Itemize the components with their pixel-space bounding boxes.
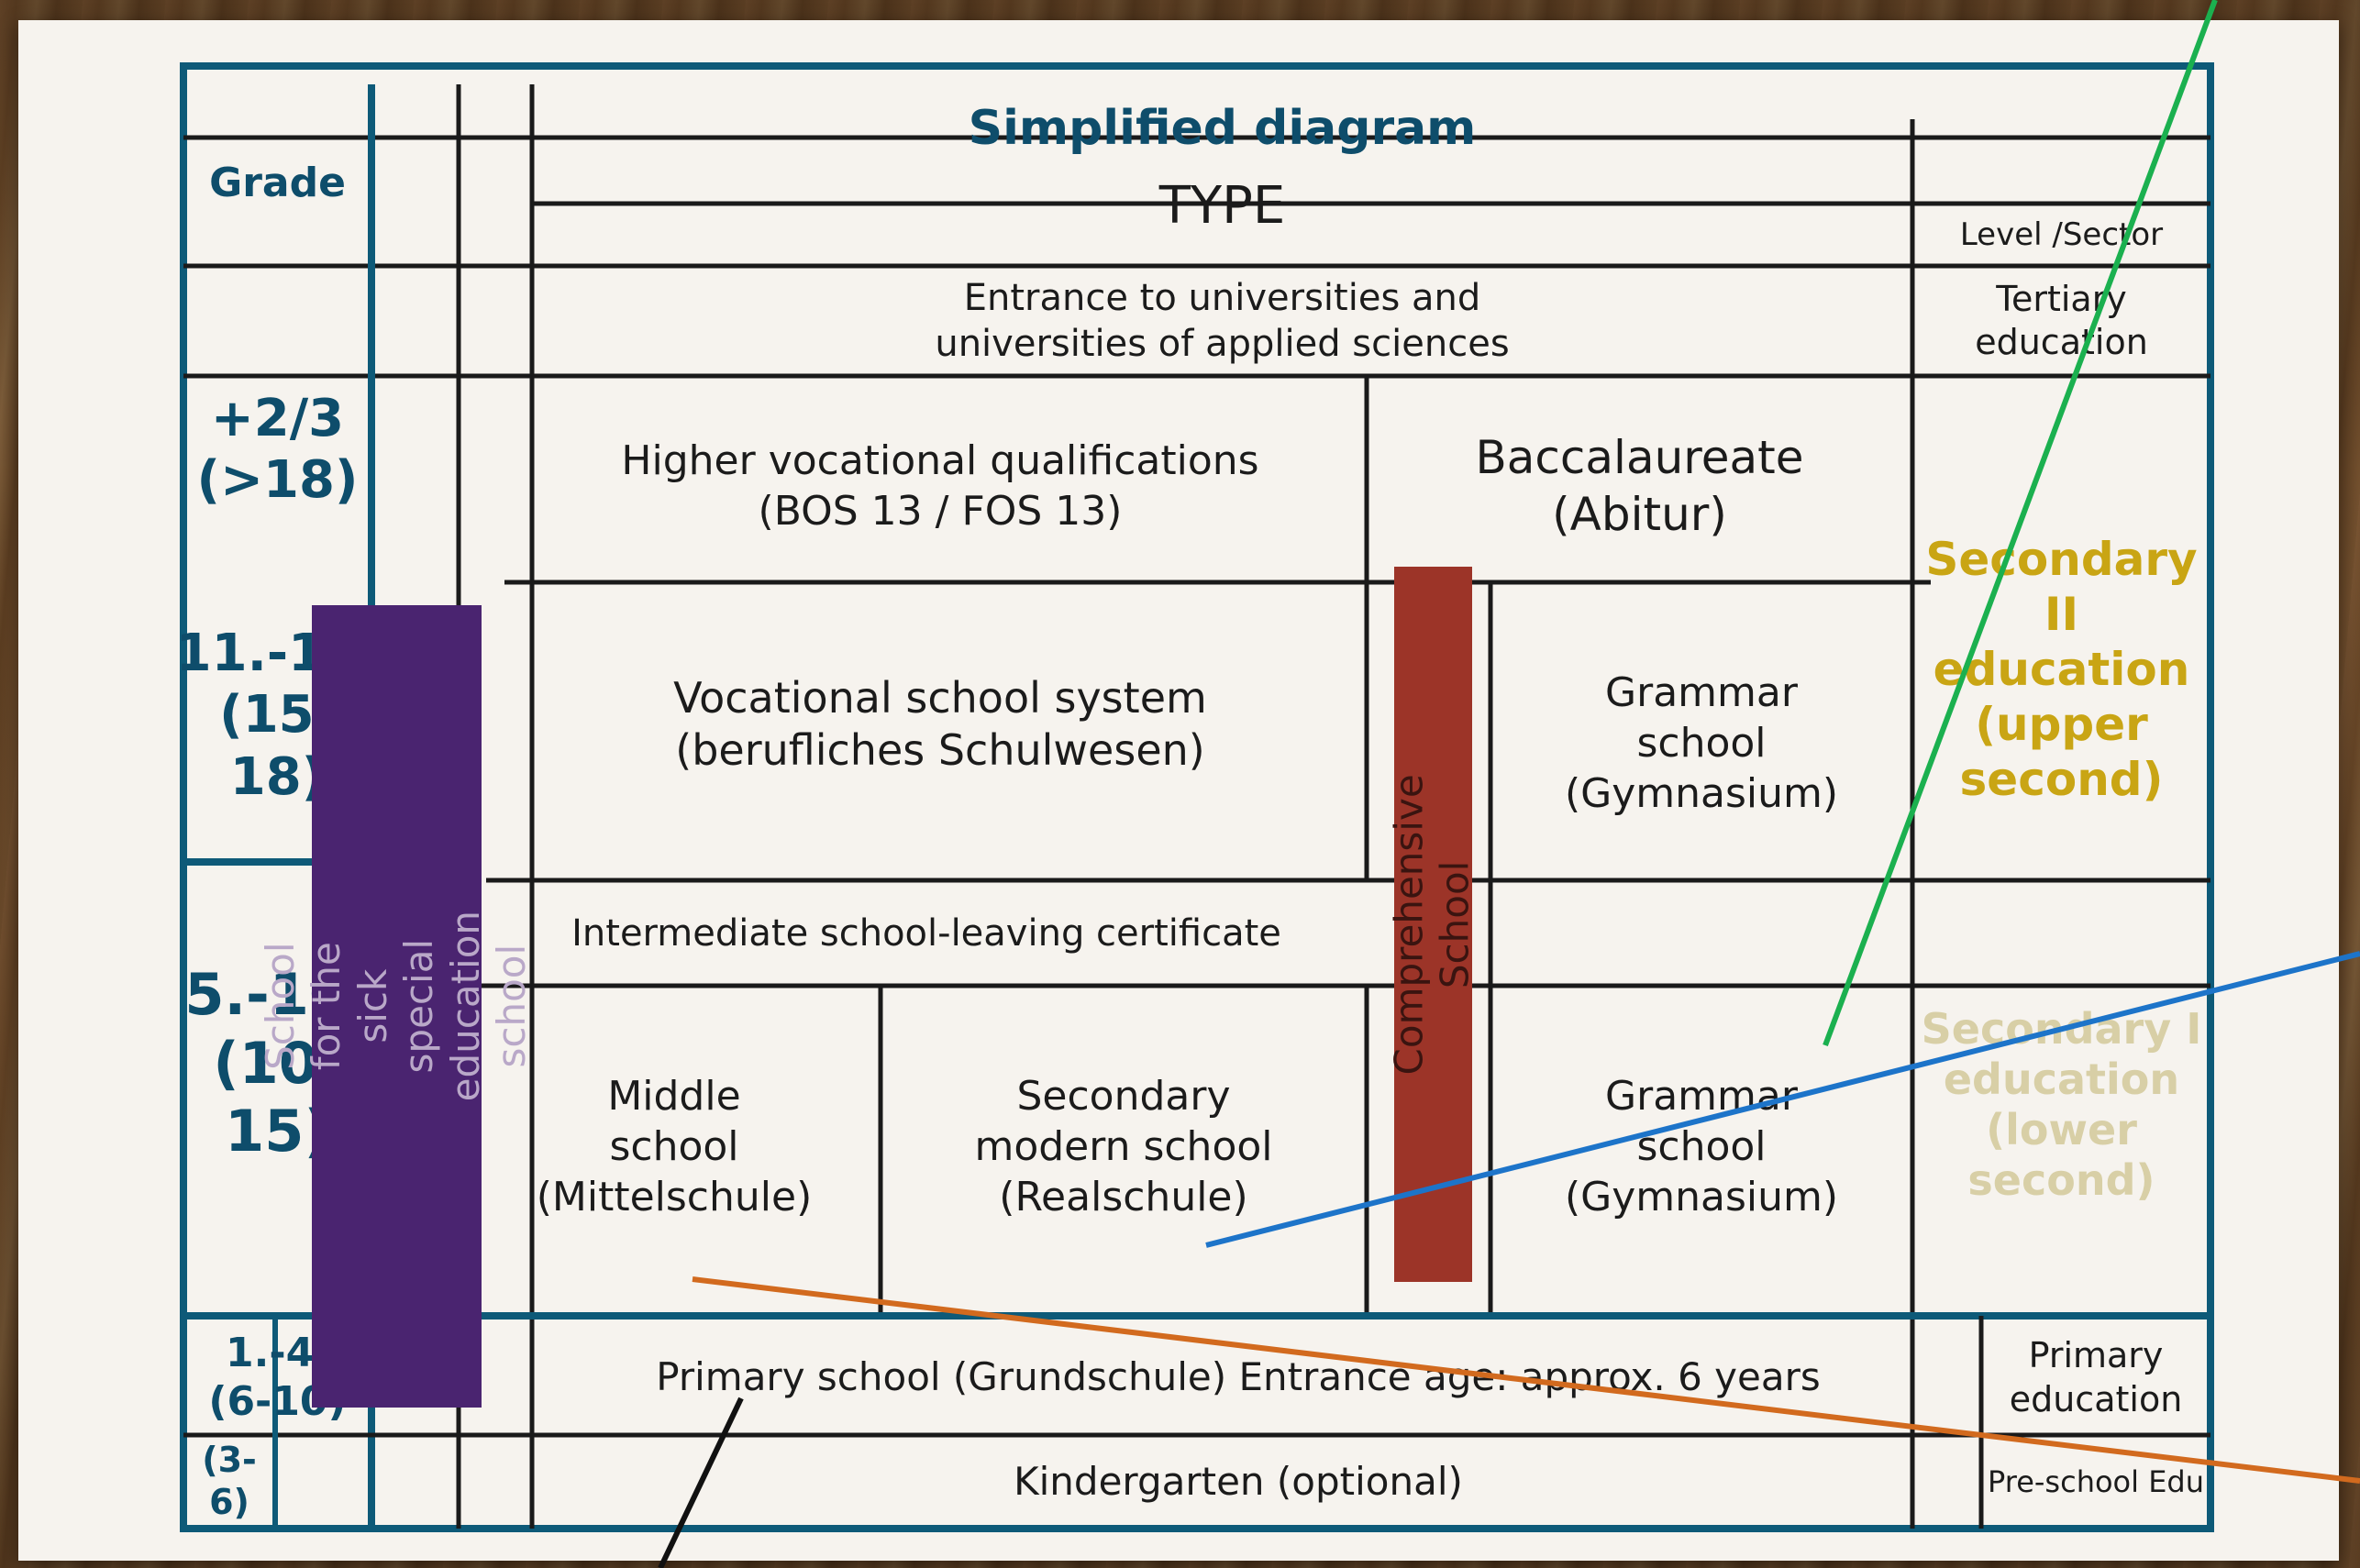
green-annotation-line [1823,0,2218,1047]
diagram-title: Simplified diagram [968,100,1477,156]
preschool-level: Pre-school Edu [1988,1464,2204,1499]
grammar-school-lower-cell: Grammar school (Gymnasium) [1564,1072,1839,1220]
secondary-ii-level: Secondary II education (upper second) [1925,533,2198,806]
primary-school-cell: Primary school (Grundschule) Entrance ag… [656,1354,1821,1400]
black-annotation-line [658,1397,744,1568]
realschule-cell: Secondary modern school (Realschule) [974,1072,1273,1220]
vocational-school-cell: Vocational school system (berufliches Sc… [673,672,1207,776]
higher-vocational-cell: Higher vocational qualifications (BOS 13… [621,437,1259,535]
secondary-i-level: Secondary I education (lower second) [1921,1003,2202,1206]
intermediate-certificate-cell: Intermediate school-leaving certificate [571,911,1281,955]
blue-annotation-line [1205,951,2360,1248]
header-level: Level /Sector [1959,215,2164,253]
grade-adult: +2/3 (>18) [196,388,359,510]
tertiary-type: Entrance to universities and universitie… [935,277,1510,365]
tertiary-level: Tertiary education [1975,278,2148,363]
baccalaureate-cell: Baccalaureate (Abitur) [1475,430,1804,542]
grammar-school-upper-cell: Grammar school (Gymnasium) [1564,668,1839,817]
header-type: TYPE [1158,176,1286,236]
kindergarten-cell: Kindergarten (optional) [1014,1458,1463,1504]
orange-annotation-line [692,1276,2360,1484]
middle-school-cell: Middle school (Mittelschule) [536,1072,813,1220]
comprehensive-school-bar: Comprehensive School [1387,567,1479,1282]
header-grade: Grade [209,159,346,206]
special-education-bar: School for the sick special education sc… [258,605,534,1408]
grade-preschool: (3-6) [202,1440,257,1522]
primary-level: Primary education [2009,1335,2183,1419]
